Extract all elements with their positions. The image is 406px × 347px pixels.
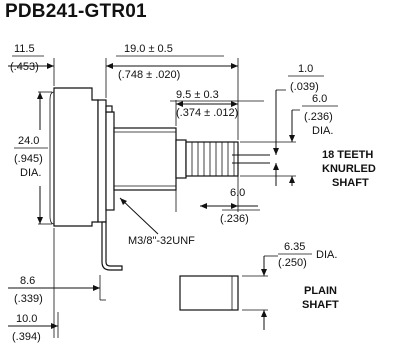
pot-flange (97, 99, 107, 223)
dim-10-0-in: (.394) (12, 331, 41, 343)
dim-19-0-mm: 19.0 ± 0.5 (124, 43, 173, 55)
dim-6-0-dia-mm: 6.0 (312, 93, 327, 105)
dim-24-0-suffix: DIA. (20, 167, 41, 179)
dim-8-6-in: (.339) (14, 293, 43, 305)
dim-line-9-5 (176, 101, 238, 107)
pot-collar (175, 139, 187, 179)
pot-mount-plate (105, 111, 115, 211)
dim-9-5-in: (.374 ± .012) (176, 107, 238, 119)
knurled-shaft-label-3: SHAFT (332, 177, 369, 189)
thread-spec-label: M3/8"-32UNF (128, 235, 195, 247)
thread-leader (119, 197, 159, 235)
pot-bushing (113, 127, 177, 191)
dim-9-5-mm: 9.5 ± 0.3 (176, 89, 219, 101)
dim-11-5-in: (.453) (10, 61, 39, 73)
dim-line-24-0 (37, 92, 43, 224)
dim-line-19-0 (106, 63, 238, 69)
dim-6-0-dia-in: (.236) (304, 111, 333, 123)
pot-case-edge (49, 91, 55, 225)
dim-1-0-in: (.039) (290, 81, 319, 93)
dim-11-5-mm: 11.5 (14, 43, 35, 55)
dim-6-35-dia-suffix: DIA. (316, 249, 337, 261)
plain-shaft (179, 275, 239, 311)
dim-24-0-in: (.945) (14, 153, 43, 165)
dim-8-6-mm: 8.6 (20, 275, 35, 287)
dim-line-6-0-dia (240, 109, 300, 186)
dim-10-0-mm: 10.0 (16, 313, 37, 325)
anti-rotation-tab (105, 105, 113, 113)
pot-body (49, 87, 270, 271)
plain-shaft-label-1: PLAIN (304, 285, 337, 297)
knurled-shaft (185, 141, 239, 177)
dim-24-0-mm: 24.0 (18, 135, 39, 147)
terminal-lug (101, 221, 123, 271)
plain-shaft-view (179, 275, 239, 311)
dim-line-6-0-length (200, 203, 258, 209)
knurled-shaft-label-1: 18 TEETH (322, 149, 373, 161)
dim-line-6-35-dia (261, 255, 278, 330)
knurled-shaft-label-2: KNURLED (322, 163, 376, 175)
dim-6-35-dia-in: (.250) (278, 257, 307, 269)
part-number-title: PDB241-GTR01 (5, 1, 147, 22)
dim-6-35-dia-mm: 6.35 (284, 241, 305, 253)
dim-6-0-dia-suffix: DIA. (312, 125, 333, 137)
dim-19-0-in: (.748 ± .020) (118, 69, 180, 81)
dim-line-11-5 (8, 63, 54, 69)
pot-case (53, 87, 99, 227)
dim-line-1-0 (273, 89, 286, 186)
dim-6-0-length-in: (.236) (220, 213, 249, 225)
plain-shaft-label-2: SHAFT (302, 299, 339, 311)
dim-1-0-mm: 1.0 (298, 63, 313, 75)
dim-6-0-length-mm: 6.0 (230, 187, 245, 199)
